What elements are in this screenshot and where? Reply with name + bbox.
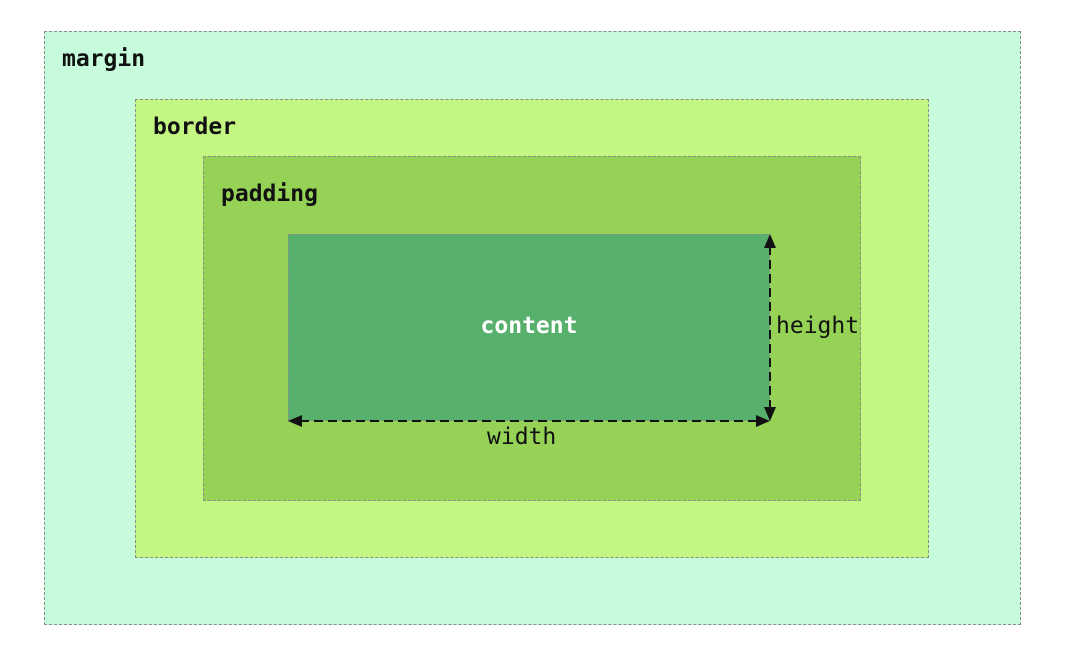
content-box: content — [288, 234, 770, 421]
padding-label: padding — [221, 181, 318, 207]
margin-label: margin — [62, 46, 146, 72]
border-label: border — [153, 114, 237, 140]
content-label: content — [480, 313, 578, 339]
height-label: height — [776, 313, 860, 339]
width-label: width — [487, 424, 557, 450]
